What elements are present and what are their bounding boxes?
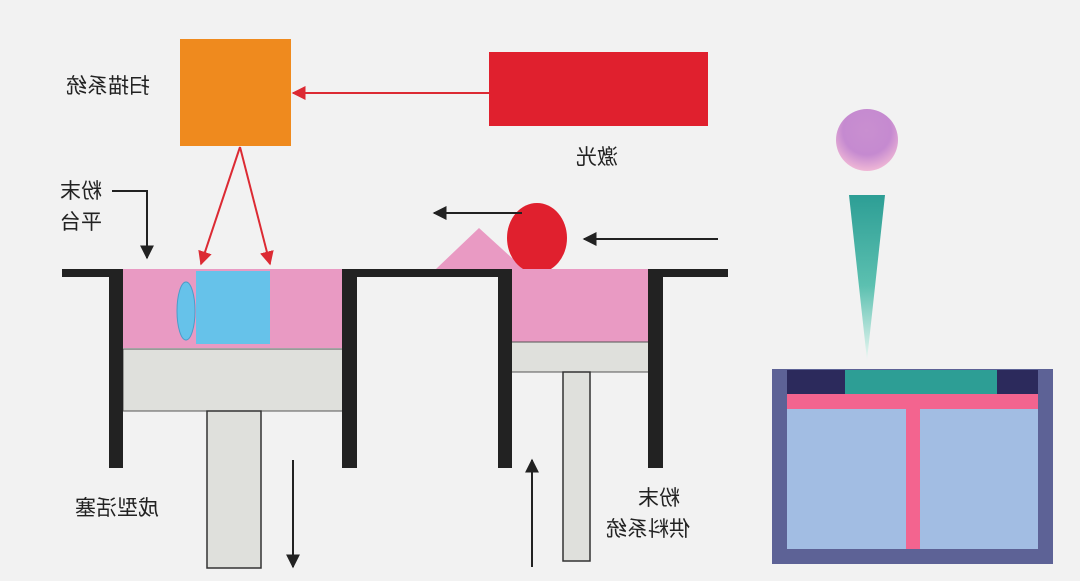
powder-supply-label-line1: 粉末 (638, 486, 680, 510)
forming-piston-label: 成型活塞 (75, 496, 159, 520)
scan-beam-left-arrow (198, 146, 241, 266)
powder-platform-arrow (112, 190, 154, 260)
powder-supply-label-line2: 供料系统 (606, 517, 690, 541)
powder-platform-label-line1: 粉末 (60, 179, 102, 203)
powder-pile (436, 228, 524, 269)
side-chamber-left-fill (787, 409, 906, 549)
build-piston-plate (122, 348, 345, 412)
recoater-roller (507, 203, 567, 273)
deposition-beam (849, 195, 885, 360)
supply-piston-rod (562, 371, 591, 562)
laser-label: 激光 (576, 145, 618, 169)
deposition-ball (836, 109, 898, 171)
side-chamber-pink-stem (906, 409, 920, 549)
scan-system-box (180, 39, 291, 146)
side-chamber-right-fill (920, 409, 1038, 549)
chamber-walls (62, 269, 728, 468)
scan-beam-right-arrow (239, 146, 274, 266)
side-chamber-pink-bar (787, 394, 1038, 409)
laser-source-box (489, 52, 708, 126)
side-chamber-teal-layer (845, 370, 997, 394)
supply-piston-plate (507, 341, 650, 373)
scan-system-label: 扫描系统 (66, 74, 150, 98)
supply-chamber-powder (510, 269, 649, 342)
printed-part-edge (176, 281, 196, 341)
powder-platform-label-line2: 平台 (60, 210, 102, 234)
build-piston-rod (206, 410, 262, 569)
printed-part (196, 271, 270, 344)
